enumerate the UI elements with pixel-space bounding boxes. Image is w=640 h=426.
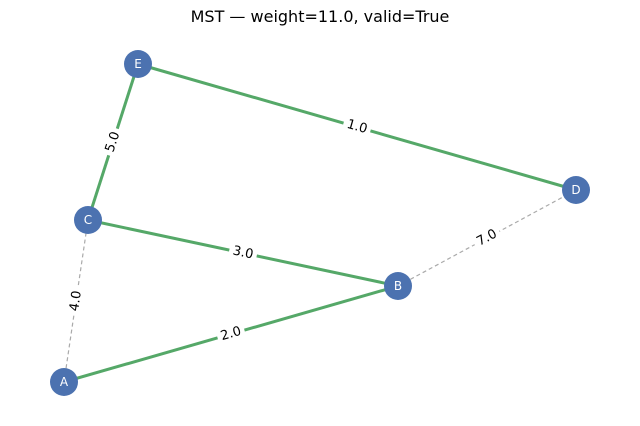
edge-label-E-D: 1.0 <box>341 115 373 139</box>
edge-weight-label: 3.0 <box>231 244 254 263</box>
edge-label-C-B: 3.0 <box>227 242 259 264</box>
edge-label-background <box>66 285 86 317</box>
edge-label-E-C: 5.0 <box>101 126 125 158</box>
node-label: A <box>60 375 69 389</box>
node-label: C <box>84 213 92 227</box>
node-circle <box>50 368 78 396</box>
node-E: E <box>124 50 152 78</box>
edge-label-background <box>341 115 373 139</box>
edge-weight-label: 4.0 <box>67 290 85 313</box>
edges-layer <box>63 62 577 384</box>
node-A: A <box>50 368 78 396</box>
node-label: D <box>571 183 580 197</box>
node-D: D <box>562 176 590 204</box>
edge-label-background <box>101 126 125 158</box>
edge-label-background <box>215 322 247 346</box>
node-circle <box>562 176 590 204</box>
graph-title: MST — weight=11.0, valid=True <box>191 7 450 26</box>
node-label: E <box>134 57 142 71</box>
node-circle <box>384 272 412 300</box>
edge-weight-label: 5.0 <box>103 130 124 154</box>
node-C: C <box>74 206 102 234</box>
edge-label-A-B: 2.0 <box>215 322 247 346</box>
edge-weight-label: 2.0 <box>219 324 243 344</box>
edge-A-C <box>63 219 89 383</box>
node-circle <box>74 206 102 234</box>
edge-label-background <box>227 242 259 264</box>
edge-label-background <box>470 224 504 252</box>
node-circle <box>124 50 152 78</box>
edge-weight-label: 1.0 <box>345 117 369 137</box>
edge-label-B-D: 7.0 <box>470 224 504 252</box>
node-label: B <box>394 279 402 293</box>
edge-label-A-C: 4.0 <box>66 285 86 317</box>
nodes-layer: A B C D E <box>50 50 590 396</box>
edge-labels-layer: 4.0 7.0 5.0 1.0 3.0 2.0 <box>66 115 504 346</box>
node-B: B <box>384 272 412 300</box>
